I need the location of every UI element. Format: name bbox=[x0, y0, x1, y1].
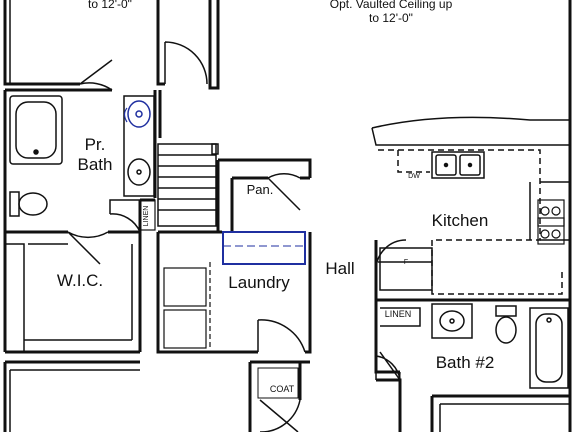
kitchen-island-curve bbox=[371, 116, 570, 129]
linen-closet-outline bbox=[380, 307, 421, 327]
door-wic bbox=[67, 231, 109, 265]
tub-drain bbox=[33, 149, 39, 155]
door-bath2 bbox=[375, 351, 401, 381]
doors bbox=[67, 41, 407, 432]
master-bath-fixtures bbox=[9, 95, 155, 217]
label-pantry: Pan. bbox=[247, 182, 274, 197]
wall-upper-left-bedroom bbox=[3, 0, 80, 86]
door-upper-closet bbox=[164, 41, 208, 85]
wall-pantry-top bbox=[218, 158, 312, 178]
bath2-sink-drain bbox=[449, 318, 455, 324]
kitchen-counters bbox=[371, 116, 570, 295]
door-kitchen bbox=[375, 239, 407, 271]
bath2-fixtures bbox=[431, 303, 569, 389]
coat-closet-outline bbox=[257, 367, 299, 399]
linen-left-label: LINEN bbox=[143, 206, 150, 227]
kitchen-counter-right bbox=[540, 181, 570, 241]
stairs bbox=[157, 143, 219, 227]
label-wic: W.I.C. bbox=[57, 271, 103, 290]
label-laundry: Laundry bbox=[228, 273, 290, 292]
wall-upper-closet bbox=[156, 0, 165, 86]
kitchen-sink bbox=[431, 151, 485, 179]
burner-2 bbox=[551, 206, 561, 216]
bath2-toilet-tank bbox=[495, 305, 517, 317]
sink-upper bbox=[127, 100, 151, 128]
door-linen bbox=[109, 199, 141, 233]
wall-laundry-right bbox=[305, 232, 312, 354]
burner-1 bbox=[540, 206, 550, 216]
sink-lower bbox=[127, 158, 151, 186]
linen-right-label: LINEN bbox=[385, 309, 412, 319]
burner-4 bbox=[551, 229, 561, 239]
kitchen-lower-dash bbox=[431, 240, 563, 295]
kitchen-sink-drain-left bbox=[443, 162, 449, 168]
ceiling-note-left: to 12'-0" bbox=[88, 0, 132, 11]
coat-label: COAT bbox=[270, 384, 295, 394]
toilet-bowl bbox=[18, 192, 48, 216]
label-kitchen: Kitchen bbox=[432, 211, 489, 230]
door-laundry bbox=[257, 319, 306, 353]
ceiling-note-right-line1: Opt. Vaulted Ceiling up bbox=[330, 0, 453, 11]
bath2-tub bbox=[529, 307, 569, 389]
sink-faucet-highlight bbox=[123, 107, 128, 123]
label-pr-bath-line1: Pr. bbox=[85, 135, 106, 154]
bathtub-basin bbox=[15, 101, 57, 159]
kitchen-counter-dash bbox=[378, 149, 541, 241]
linen-closet-left bbox=[139, 199, 156, 231]
ceiling-note-right-line2: to 12'-0" bbox=[369, 11, 413, 25]
kitchen-dw-dash bbox=[397, 150, 430, 173]
wall-wic-inner-left bbox=[5, 243, 25, 352]
kitchen-sink-drain-right bbox=[467, 162, 473, 168]
burner-3 bbox=[540, 229, 550, 239]
vanity bbox=[123, 95, 155, 197]
dryer bbox=[163, 309, 207, 349]
dishwasher-label: DW bbox=[408, 173, 420, 180]
bathtub bbox=[9, 95, 63, 165]
stair-post bbox=[211, 143, 219, 155]
laundry-appliances bbox=[163, 262, 211, 350]
stair-treads bbox=[158, 154, 216, 211]
door-bath-upper bbox=[79, 59, 113, 91]
sink-lower-drain bbox=[136, 169, 142, 175]
stair-outline bbox=[157, 143, 217, 227]
range-vent bbox=[537, 217, 565, 227]
kitchen-sink-outline bbox=[431, 151, 485, 179]
wall-upper-divider bbox=[208, 0, 220, 90]
fridge-label: F bbox=[404, 259, 408, 266]
laundry-shelf-highlight bbox=[222, 231, 306, 265]
kitchen-sink-left bbox=[435, 154, 457, 176]
label-bath2: Bath #2 bbox=[436, 353, 495, 372]
label-pr-bath-line2: Bath bbox=[78, 155, 113, 174]
label-hall: Hall bbox=[325, 259, 354, 278]
bath2-toilet-bowl bbox=[495, 316, 517, 344]
sink-upper-drain bbox=[135, 110, 143, 118]
fridge bbox=[379, 247, 433, 291]
bath2-vanity bbox=[431, 303, 473, 339]
kitchen-counter-top bbox=[371, 127, 570, 146]
kitchen-sink-right bbox=[459, 154, 481, 176]
bath2-tub-basin bbox=[535, 313, 563, 383]
washer bbox=[163, 267, 207, 307]
bath2-tub-drain bbox=[546, 317, 552, 323]
thin-walls bbox=[5, 0, 570, 432]
door-pantry bbox=[267, 172, 301, 211]
range bbox=[537, 199, 565, 245]
wall-laundry-left-bottom bbox=[156, 232, 258, 354]
bath2-sink bbox=[439, 310, 465, 332]
